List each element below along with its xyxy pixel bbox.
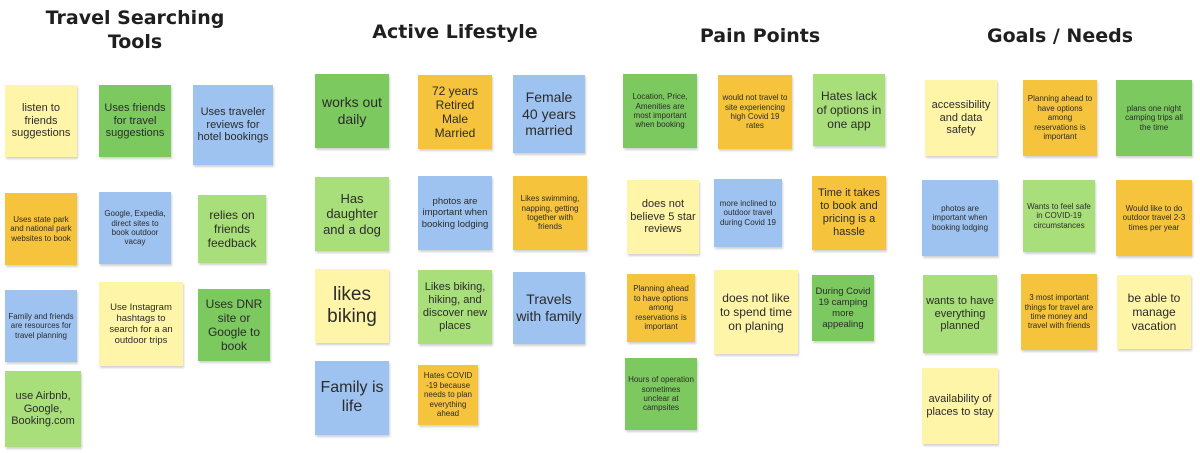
sticky-note[interactable]: Hates COVID -19 because needs to plan ev… [418,365,478,425]
sticky-note-text: does not believe 5 star reviews [630,197,696,236]
sticky-note[interactable]: does not like to spend time on planing [714,270,798,354]
sticky-note[interactable]: photos are important when booking lodgin… [922,180,998,256]
sticky-note[interactable]: Time it takes to book and pricing is a h… [812,176,886,250]
sticky-note-text: more inclined to outdoor travel during C… [719,198,777,227]
sticky-note[interactable]: accessibility and data safety [925,80,997,156]
sticky-note-text: Hours of operation sometimes unclear at … [628,375,694,413]
sticky-note-text: During Covid 19 camping more appealing [815,285,871,331]
sticky-note-text: 3 most important things for travel are t… [1024,293,1094,331]
sticky-note-text: availability of places to stay [926,393,994,418]
sticky-note[interactable]: availability of places to stay [922,368,998,444]
sticky-note[interactable]: Has daughter and a dog [315,177,389,251]
sticky-note-text: Has daughter and a dog [323,191,381,237]
sticky-note[interactable]: 72 years Retired Male Married [418,75,492,149]
sticky-note[interactable]: Google, Expedia, direct sites to book ou… [99,192,171,264]
sticky-note[interactable]: Hates lack of options in one app [813,74,885,146]
sticky-note-text: Uses state park and national park websit… [10,214,72,243]
sticky-note[interactable]: Likes swimming, napping, getting togethe… [513,176,587,250]
sticky-note[interactable]: Uses DNR site or Google to book [198,289,270,361]
sticky-note[interactable]: does not believe 5 star reviews [627,180,699,254]
sticky-note[interactable]: Planning ahead to have options among res… [627,274,695,342]
sticky-note[interactable]: Uses state park and national park websit… [5,193,77,265]
sticky-note-text: photos are important when booking lodgin… [421,196,489,230]
sticky-note-text: Planning ahead to have options among res… [633,284,689,332]
sticky-note[interactable]: be able to manage vacation [1117,275,1191,349]
heading-active-lifestyle: Active Lifestyle [372,21,538,43]
sticky-note[interactable]: Uses friends for travel suggestions [99,85,171,157]
sticky-note[interactable]: Uses traveler reviews for hotel bookings [193,85,273,165]
sticky-note[interactable]: Location, Price, Amenities are most impo… [623,74,697,148]
sticky-note-text: Location, Price, Amenities are most impo… [632,92,688,130]
heading-goals-needs: Goals / Needs [986,25,1134,47]
sticky-note-text: Female 40 years married [522,89,576,139]
heading-pain-points: Pain Points [699,25,821,47]
sticky-note-text: use Airbnb, Google, Booking.com [11,389,75,428]
sticky-note[interactable]: Would like to do outdoor travel 2-3 time… [1116,180,1192,256]
sticky-note-text: works out daily [322,94,382,127]
sticky-note[interactable]: would not travel to site experiencing hi… [718,75,792,149]
sticky-note[interactable]: plans one night camping trips all the ti… [1116,80,1192,156]
sticky-note-text: Hates COVID -19 because needs to plan ev… [423,371,473,419]
sticky-note-text: Likes swimming, napping, getting togethe… [520,194,580,232]
sticky-note[interactable]: photos are important when booking lodgin… [418,176,492,250]
sticky-note[interactable]: Female 40 years married [513,75,585,153]
sticky-note-text: Uses traveler reviews for hotel bookings [197,105,269,144]
sticky-note[interactable]: Planning ahead to have options among res… [1023,80,1097,156]
sticky-note-text: Family and friends are resources for tra… [8,311,74,340]
sticky-note-text: Wants to feel safe in COVID-19 circumsta… [1027,201,1091,230]
heading-travel-searching-tools: Travel Searching Tools [45,7,225,53]
sticky-note[interactable]: Travels with family [513,272,585,344]
sticky-note-text: be able to manage vacation [1127,290,1181,334]
sticky-note[interactable]: 3 most important things for travel are t… [1021,274,1097,350]
sticky-note-text: would not travel to site experiencing hi… [722,93,788,131]
sticky-note-text: Uses friends for travel suggestions [104,101,166,140]
sticky-note-text: Time it takes to book and pricing is a h… [818,187,880,238]
sticky-note[interactable]: relies on friends feedback [198,195,266,263]
sticky-note-text: likes biking [327,283,377,327]
sticky-note[interactable]: listen to friends suggestions [5,85,77,157]
sticky-note-text: plans one night camping trips all the ti… [1125,103,1183,132]
sticky-note-text: relies on friends feedback [207,207,257,251]
sticky-note-text: Google, Expedia, direct sites to book ou… [104,209,166,247]
sticky-note[interactable]: use Airbnb, Google, Booking.com [5,371,81,447]
sticky-note[interactable]: Family is life [315,361,389,435]
sticky-note[interactable]: Hours of operation sometimes unclear at … [625,358,697,430]
sticky-note-text: does not like to spend time on planing [719,290,793,334]
sticky-note[interactable]: likes biking [315,269,389,343]
sticky-note[interactable]: works out daily [315,74,389,148]
sticky-note[interactable]: Wants to feel safe in COVID-19 circumsta… [1023,180,1095,252]
sticky-note[interactable]: Family and friends are resources for tra… [5,290,77,362]
sticky-note-text: listen to friends suggestions [11,101,71,140]
sticky-note-text: wants to have everything planned [926,294,994,333]
sticky-note-text: Would like to do outdoor travel 2-3 time… [1122,203,1186,232]
sticky-note[interactable]: Use Instagram hashtags to search for a a… [99,282,183,366]
sticky-note-text: Planning ahead to have options among res… [1027,94,1093,142]
sticky-note-text: 72 years Retired Male Married [431,83,479,141]
sticky-note-text: Uses DNR site or Google to book [205,296,263,354]
sticky-note-text: Hates lack of options in one app [816,88,882,132]
sticky-note-text: Travels with family [516,291,582,324]
sticky-note[interactable]: Likes biking, hiking, and discover new p… [418,270,492,344]
sticky-note-text: Likes biking, hiking, and discover new p… [422,281,488,332]
sticky-note[interactable]: During Covid 19 camping more appealing [812,275,874,341]
sticky-note[interactable]: more inclined to outdoor travel during C… [714,179,782,247]
sticky-note-text: accessibility and data safety [931,98,991,137]
sticky-note-text: Family is life [320,379,384,415]
sticky-note[interactable]: wants to have everything planned [923,275,997,353]
sticky-note-text: photos are important when booking lodgin… [931,203,989,232]
sticky-note-text: Use Instagram hashtags to search for a a… [109,301,173,347]
